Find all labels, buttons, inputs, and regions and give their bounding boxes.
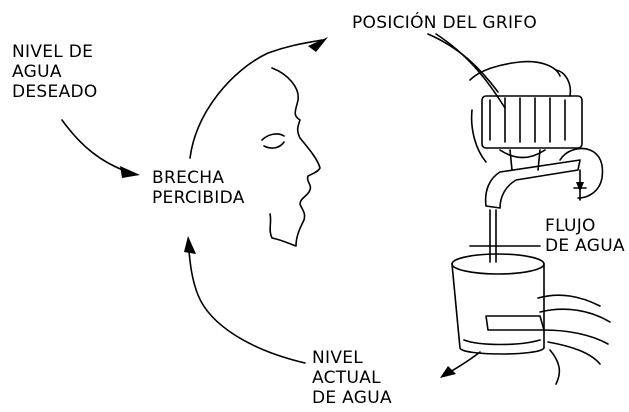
- label-brecha: BRECHA PERCIBIDA: [152, 168, 245, 208]
- arrow-label-to-faucet-2: [435, 33, 506, 109]
- arrowhead-icon: [308, 37, 328, 52]
- arrowhead-icon: [440, 366, 456, 378]
- label-line: NIVEL DE: [12, 42, 94, 62]
- arrow-desired-to-gap: [61, 119, 129, 173]
- label-line: BRECHA: [152, 168, 225, 188]
- label-line: NIVEL: [312, 348, 364, 368]
- bucket-icon: [451, 253, 545, 355]
- label-flujo: FLUJO DE AGUA: [545, 216, 625, 256]
- arrow-bucket-to-actual: [449, 351, 481, 373]
- label-nivel-deseado: NIVEL DE AGUA DESEADO: [12, 42, 98, 102]
- label-line: PERCIBIDA: [152, 188, 245, 208]
- label-nivel-actual: NIVEL ACTUAL DE AGUA: [312, 348, 392, 408]
- label-line: FLUJO: [545, 216, 596, 236]
- arrowhead-icon: [184, 236, 196, 254]
- label-line: AGUA: [12, 62, 62, 82]
- arrow-actual-to-gap: [187, 239, 306, 364]
- head-profile-icon: [261, 67, 321, 247]
- label-line: DE AGUA: [545, 236, 625, 256]
- faucet-icon: [469, 60, 604, 209]
- label-line: ACTUAL: [312, 368, 381, 388]
- label-line: DE AGUA: [312, 388, 392, 408]
- label-posicion-grifo: POSICIÓN DEL GRIFO: [352, 13, 537, 33]
- label-line: DESEADO: [12, 82, 98, 102]
- hand-icon: [485, 294, 611, 385]
- label-line: POSICIÓN DEL GRIFO: [352, 13, 538, 33]
- arrowhead-icon: [120, 166, 140, 178]
- arrow-gap-to-faucet: [189, 39, 323, 159]
